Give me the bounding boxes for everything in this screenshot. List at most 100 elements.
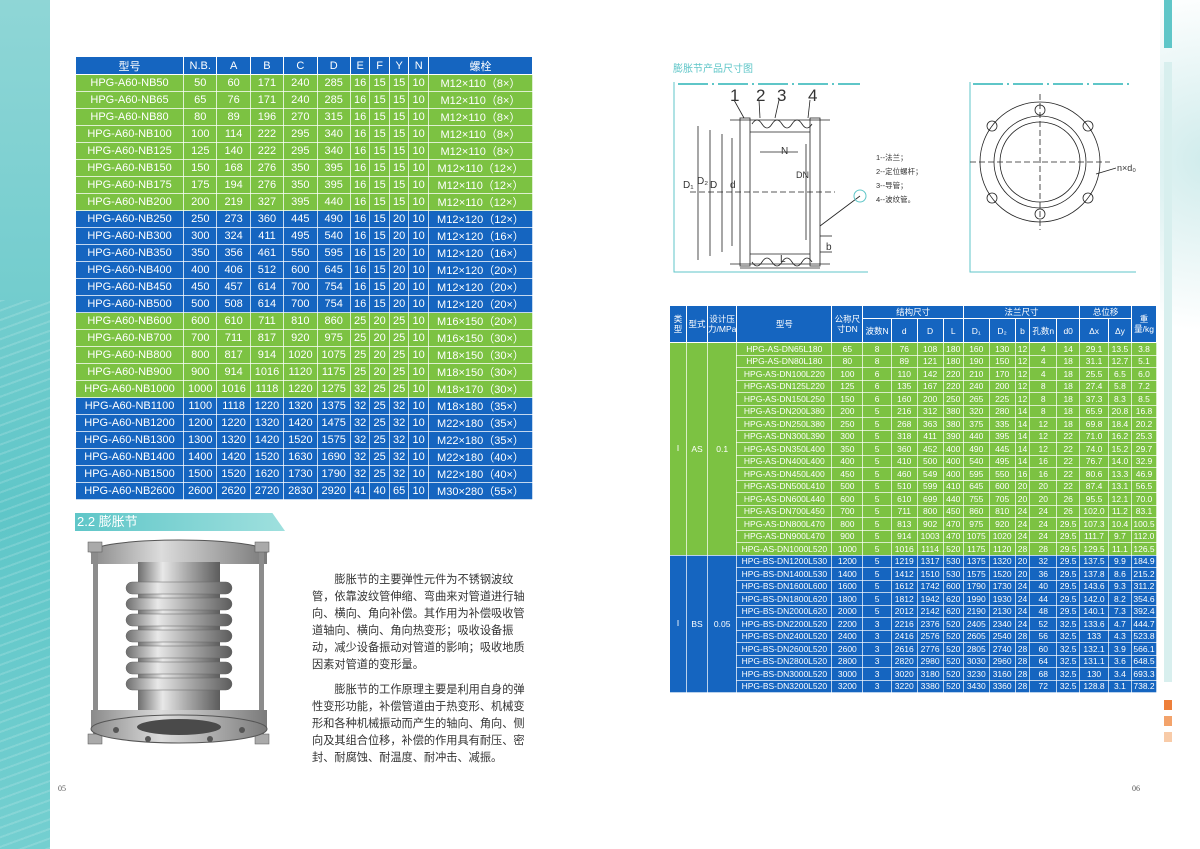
table-cell: 25: [369, 448, 390, 466]
table-cell: 2616: [890, 642, 918, 656]
table-cell: 29.5: [1056, 542, 1081, 556]
table-cell: HPG-A60-NB900: [74, 363, 185, 381]
table-cell: 2740: [988, 642, 1016, 656]
table-cell: 76.7: [1079, 454, 1109, 468]
table-cell: 5: [862, 492, 892, 506]
table-cell: 24: [1029, 517, 1058, 531]
right-subheader-10: Δy: [1107, 318, 1133, 343]
table-cell: 15: [369, 193, 390, 211]
table-cell: 16: [349, 159, 371, 177]
table-cell: 28: [1014, 679, 1031, 693]
table-cell: 276: [249, 176, 285, 194]
table-cell: 32: [388, 414, 410, 432]
table-cell: 20: [388, 278, 410, 296]
table-cell: 76: [216, 91, 251, 109]
dim-dn: DN: [796, 170, 809, 180]
dim-d1: D₁: [683, 180, 694, 191]
table-cell: 392.4: [1131, 604, 1157, 618]
table-cell: 219: [216, 193, 251, 211]
table-cell: 18: [1056, 404, 1081, 418]
table-cell: 100: [831, 367, 864, 381]
table-cell: 89: [890, 354, 918, 368]
table-cell: 15: [369, 244, 390, 262]
table-cell: 137.8: [1079, 567, 1109, 581]
table-cell: 240: [283, 74, 318, 92]
table-cell: 20: [369, 346, 390, 364]
table-cell: 800: [183, 346, 218, 364]
table-cell: 8: [862, 342, 892, 356]
table-cell: 133: [1079, 629, 1109, 643]
table-cell: 354.6: [1131, 592, 1157, 606]
table-cell: 1118: [216, 397, 251, 415]
table-cell: 395: [283, 193, 318, 211]
table-cell: 10: [408, 414, 429, 432]
table-cell: 10: [408, 482, 429, 500]
table-cell: 450: [831, 467, 864, 481]
header-pressure: 设计压力/MPa: [706, 305, 738, 343]
table-cell: 711: [249, 312, 285, 330]
table-cell: 4: [1029, 367, 1058, 381]
table-cell: 107.3: [1079, 517, 1109, 531]
table-cell: 215.2: [1131, 567, 1157, 581]
table-cell: HPG-A60-NB1500: [74, 465, 185, 483]
description-paragraph-1: 膨胀节的主要弹性元件为不锈钢波纹管，依靠波纹管伸缩、弯曲来对管道进行轴向、横向、…: [312, 574, 525, 671]
table-cell: 68: [1029, 667, 1058, 681]
table-cell: 32: [388, 448, 410, 466]
table-cell: 12.1: [1107, 492, 1133, 506]
table-cell: 15: [369, 142, 390, 160]
table-cell: HPG-AS-DN450L400: [736, 467, 833, 481]
table-cell: 11.2: [1107, 504, 1133, 518]
table-cell: 5: [862, 604, 892, 618]
table-cell: 2012: [890, 604, 918, 618]
table-cell: 137.5: [1079, 554, 1109, 568]
table-cell: M12×120（20×）: [427, 278, 534, 296]
table-cell: HPG-AS-DN1000L520: [736, 542, 833, 556]
table-cell: 31.1: [1079, 354, 1109, 368]
table-cell: HPG-AS-DN900L470: [736, 529, 833, 543]
table-cell: 1375: [962, 554, 990, 568]
table-cell: 445: [283, 210, 318, 228]
group-pressure: 0.1: [706, 342, 738, 556]
table-cell: 133.6: [1079, 617, 1109, 631]
table-cell: 620: [942, 592, 964, 606]
table-cell: 1400: [831, 567, 864, 581]
table-cell: 2820: [890, 654, 918, 668]
table-cell: 2376: [916, 617, 944, 631]
table-cell: 400: [831, 454, 864, 468]
table-cell: 32: [388, 465, 410, 483]
table-cell: 400: [942, 467, 964, 481]
table-cell: 445: [988, 442, 1016, 456]
table-cell: 5: [862, 429, 892, 443]
table-cell: 10: [408, 346, 429, 364]
table-cell: 142: [916, 367, 944, 381]
table-cell: HPG-A60-NB450: [74, 278, 185, 296]
table-cell: HPG-AS-DN125L220: [736, 379, 833, 393]
table-cell: 72: [1029, 679, 1058, 693]
table-cell: 9.3: [1107, 579, 1133, 593]
table-cell: 10: [408, 91, 429, 109]
table-cell: 20: [369, 312, 390, 330]
table-cell: 1930: [988, 592, 1016, 606]
table-cell: 1020: [988, 529, 1016, 543]
table-cell: M12×110（12×）: [427, 176, 534, 194]
table-cell: 810: [988, 504, 1016, 518]
table-cell: 400: [183, 261, 218, 279]
table-cell: 2200: [831, 617, 864, 631]
table-cell: 1990: [962, 592, 990, 606]
table-cell: 140: [216, 142, 251, 160]
table-cell: 16: [349, 210, 371, 228]
table-cell: 411: [249, 227, 285, 245]
table-cell: 10.4: [1107, 517, 1133, 531]
table-cell: 32.5: [1056, 654, 1081, 668]
table-cell: 800: [916, 504, 944, 518]
group-type: Ⅰ: [669, 342, 687, 556]
table-cell: 29.5: [1056, 604, 1081, 618]
